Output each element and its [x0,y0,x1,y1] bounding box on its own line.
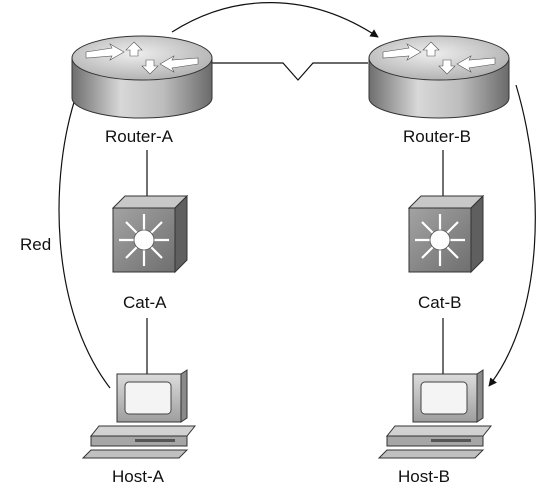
cat-b-label: Cat-B [418,293,462,312]
arrow-router-a-to-router-b [171,2,379,38]
router-icon [71,35,213,119]
arrow-router-b-to-host-b [488,84,536,387]
arrow-host-a-to-router-a [58,89,111,389]
links [146,62,444,375]
path-label: Red [20,235,52,254]
host-a-label: Host-A [112,467,164,486]
switch-icon [111,194,189,274]
workstation-icon [81,369,197,459]
workstation-icon [377,369,493,459]
path-arrows [58,2,536,389]
switch-icon [407,194,485,274]
host-b-label: Host-B [398,467,450,486]
cat-a-label: Cat-A [123,293,167,312]
serial-link-a-b [210,62,368,81]
router-b-label: Router-B [403,127,472,146]
router-icon [368,35,510,119]
router-a-label: Router-A [105,127,174,146]
